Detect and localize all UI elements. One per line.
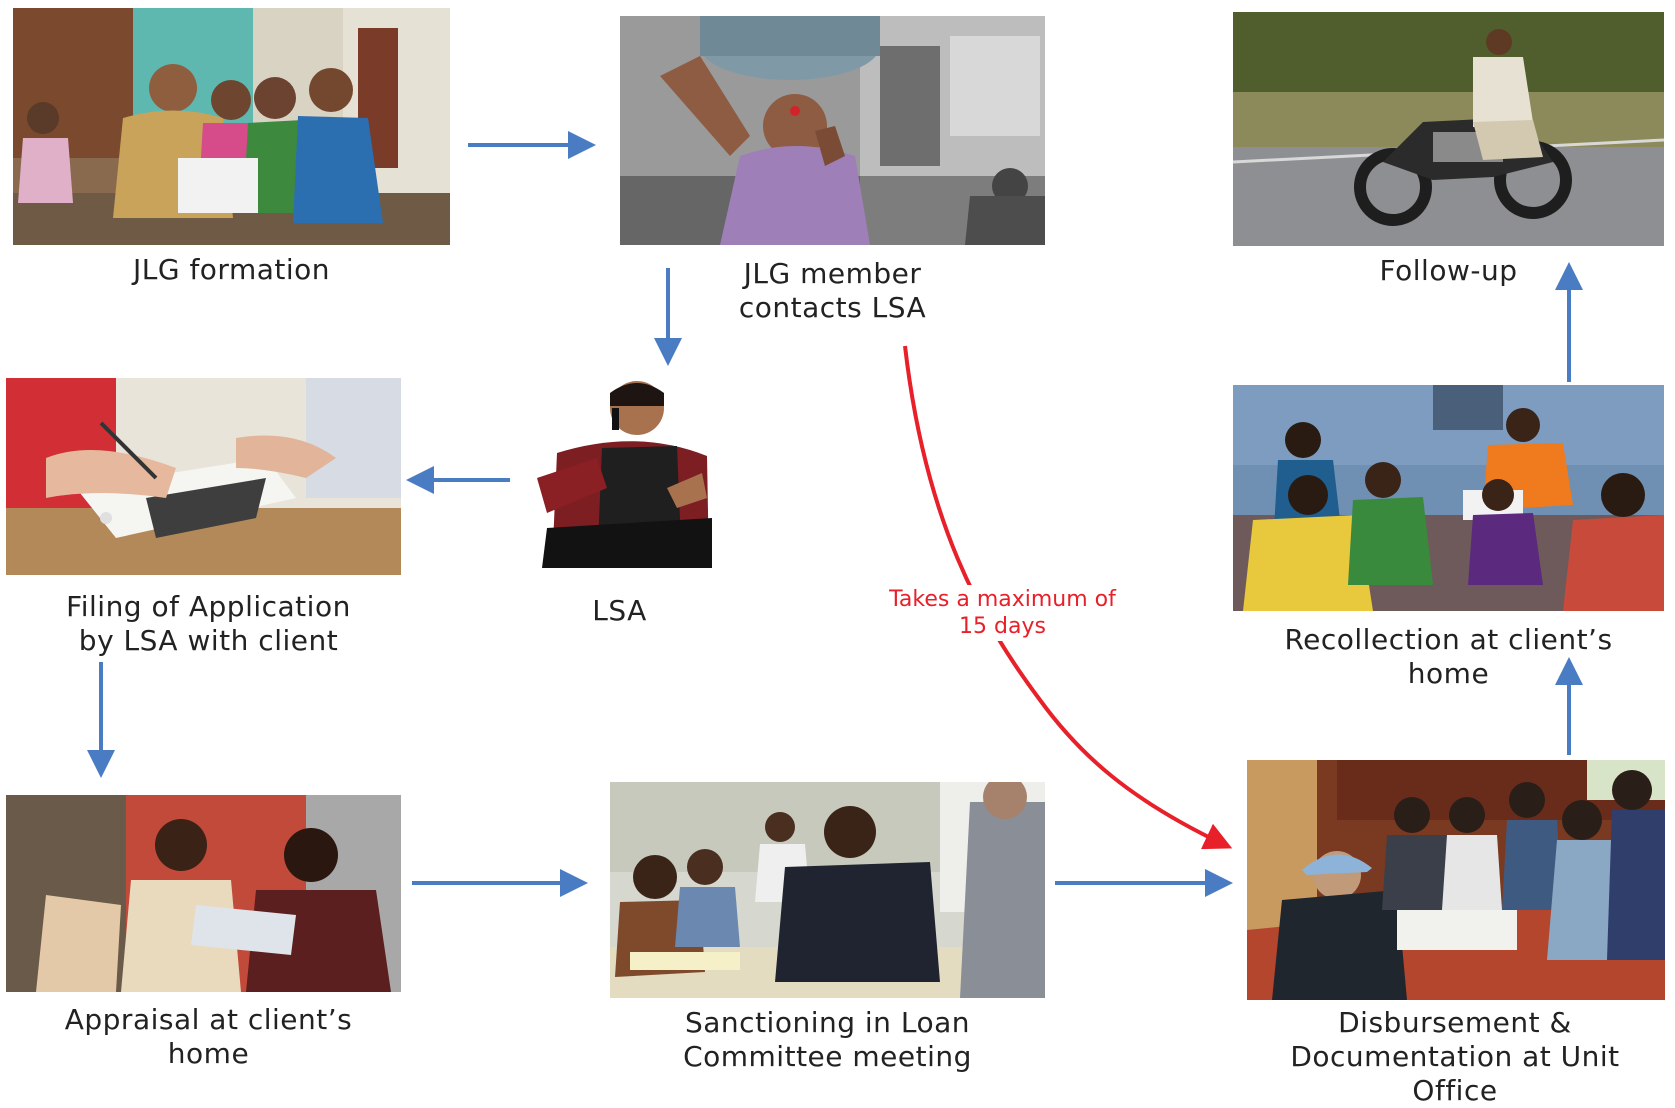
caption-follow-up: Follow-up	[1233, 254, 1664, 288]
duration-note-line2: 15 days	[959, 614, 1046, 639]
caption-disbursement-line1: Disbursement &	[1338, 1006, 1572, 1039]
caption-member-contacts: JLG member contacts LSA	[620, 257, 1045, 325]
caption-filing-line1: Filing of Application	[66, 590, 351, 623]
recollection-photo	[1233, 385, 1664, 611]
appraisal-photo	[6, 795, 401, 992]
caption-lsa: LSA	[527, 594, 712, 628]
sanctioning-photo	[610, 782, 1045, 998]
caption-disbursement-line3: Office	[1412, 1074, 1498, 1107]
caption-sanctioning: Sanctioning in Loan Committee meeting	[610, 1006, 1045, 1074]
caption-filing: Filing of Application by LSA with client	[6, 590, 411, 658]
caption-recollection: Recollection at client’s home	[1233, 623, 1664, 691]
caption-sanctioning-line2: Committee meeting	[683, 1040, 972, 1073]
filing-application-photo	[6, 378, 401, 575]
member-contacts-photo	[620, 16, 1045, 245]
note-background	[860, 585, 1145, 641]
caption-follow-up-text: Follow-up	[1379, 254, 1518, 287]
caption-disbursement: Disbursement & Documentation at Unit Off…	[1235, 1006, 1675, 1108]
disbursement-photo	[1247, 760, 1665, 1000]
caption-jlg-formation-text: JLG formation	[132, 253, 331, 286]
duration-note-line1: Takes a maximum of	[889, 587, 1116, 612]
lsa-photo	[527, 378, 712, 573]
caption-appraisal-line1: Appraisal at client’s	[64, 1003, 353, 1036]
caption-member-contacts-line1: JLG member	[743, 257, 922, 290]
caption-filing-line2: by LSA with client	[78, 624, 339, 657]
caption-sanctioning-line1: Sanctioning in Loan	[685, 1006, 970, 1039]
caption-recollection-line1: Recollection at client’s	[1284, 623, 1613, 656]
caption-disbursement-line2: Documentation at Unit	[1290, 1040, 1620, 1073]
caption-member-contacts-line2: contacts LSA	[738, 291, 927, 324]
jlg-formation-photo	[13, 8, 450, 245]
follow-up-photo	[1233, 12, 1664, 246]
duration-note: Takes a maximum of 15 days	[850, 586, 1155, 640]
caption-appraisal: Appraisal at client’s home	[6, 1003, 411, 1071]
caption-appraisal-line2: home	[167, 1037, 250, 1070]
caption-jlg-formation: JLG formation	[13, 253, 450, 287]
caption-lsa-text: LSA	[592, 594, 647, 627]
caption-recollection-line2: home	[1407, 657, 1490, 690]
